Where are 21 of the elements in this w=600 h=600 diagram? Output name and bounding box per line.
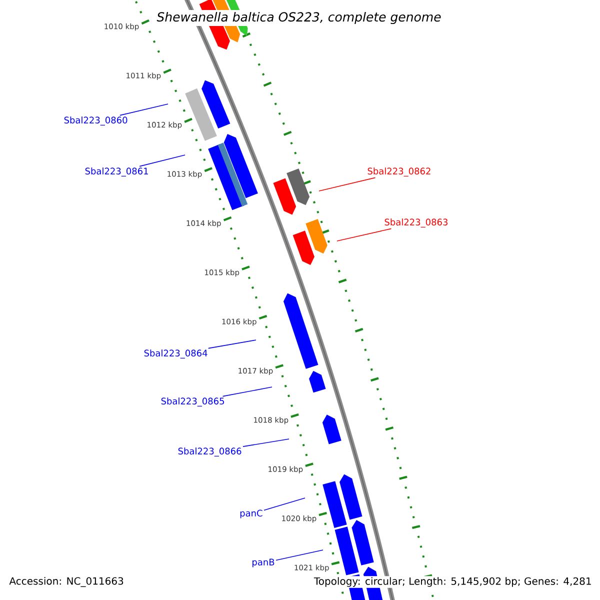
leader-line (208, 340, 256, 349)
leader-line (264, 498, 306, 511)
gene-label: Sbal223_0863 (384, 218, 448, 228)
gene-label: Sbal223_0864 (144, 350, 208, 358)
gene-label: panB (252, 558, 274, 568)
leader-line (242, 438, 290, 447)
gene-label: Sbal223_0865 (161, 398, 224, 406)
title: Shewanella baltica OS223, complete genome (154, 10, 444, 26)
gene-label: Sbal223_0860 (64, 116, 128, 126)
leader-line (120, 104, 168, 116)
leader-line (139, 154, 186, 167)
gene-label: Sbal223_0861 (85, 168, 148, 176)
leader-line (318, 177, 376, 192)
gene-label: Sbal223_0866 (178, 448, 242, 456)
footer-text: Topology: circular; Length: 5,145,902 bp; Genes: 4,281 (312, 576, 593, 588)
footer-text: Accession: NC_011663 (8, 576, 125, 588)
leader-line (222, 386, 272, 397)
gene-label: panC (240, 510, 262, 518)
leader-line (336, 228, 392, 242)
leader-line (276, 550, 324, 561)
gene-label: Sbal223_0862 (368, 168, 430, 176)
